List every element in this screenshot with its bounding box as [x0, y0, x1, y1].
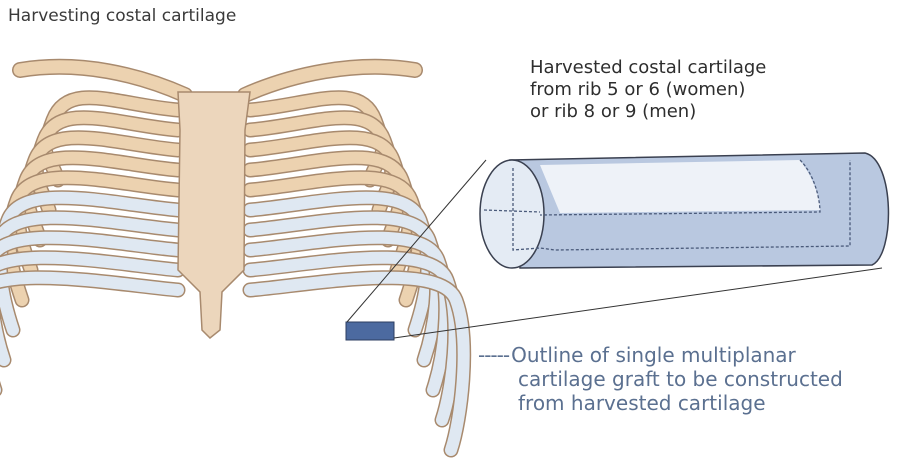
rib-right: [244, 271, 470, 456]
rib-right: [244, 191, 434, 336]
rib-left: [0, 251, 184, 276]
graft-outline-caption: -----Outline of single multiplanar carti…: [478, 343, 843, 415]
harvested-cartilage-cylinder: [479, 152, 890, 269]
rib-left: [0, 231, 184, 394]
figure-title: Harvesting costal cartilage: [8, 6, 237, 26]
dashed-line-legend: -----: [478, 343, 510, 367]
rib-right: [244, 251, 461, 426]
label-line: Harvested costal cartilage: [530, 57, 767, 78]
rib-left: [0, 191, 184, 336]
harvested-cartilage-segment: [345, 321, 395, 341]
caption-line: Outline of single multiplanar: [511, 343, 796, 367]
label-line: from rib 5 or 6 (women): [530, 79, 746, 100]
label-line: or rib 8 or 9 (men): [530, 101, 697, 122]
pointer-line-bottom: [393, 267, 883, 339]
harvested-cartilage-label: Harvested costal cartilage from rib 5 or…: [530, 57, 766, 123]
rib-right: [244, 231, 452, 396]
sternum: [177, 91, 251, 340]
rib-right: [244, 211, 443, 366]
rib-left: [3, 171, 184, 306]
rib-left: [0, 271, 184, 296]
caption-line: cartilage graft to be constructed: [518, 367, 843, 391]
caption-line: from harvested cartilage: [518, 391, 766, 415]
rib-right: [244, 171, 425, 306]
pointer-line-top: [346, 159, 487, 323]
rib-left: [0, 211, 184, 366]
clavicles: [12, 58, 423, 103]
ribs: [0, 90, 472, 458]
